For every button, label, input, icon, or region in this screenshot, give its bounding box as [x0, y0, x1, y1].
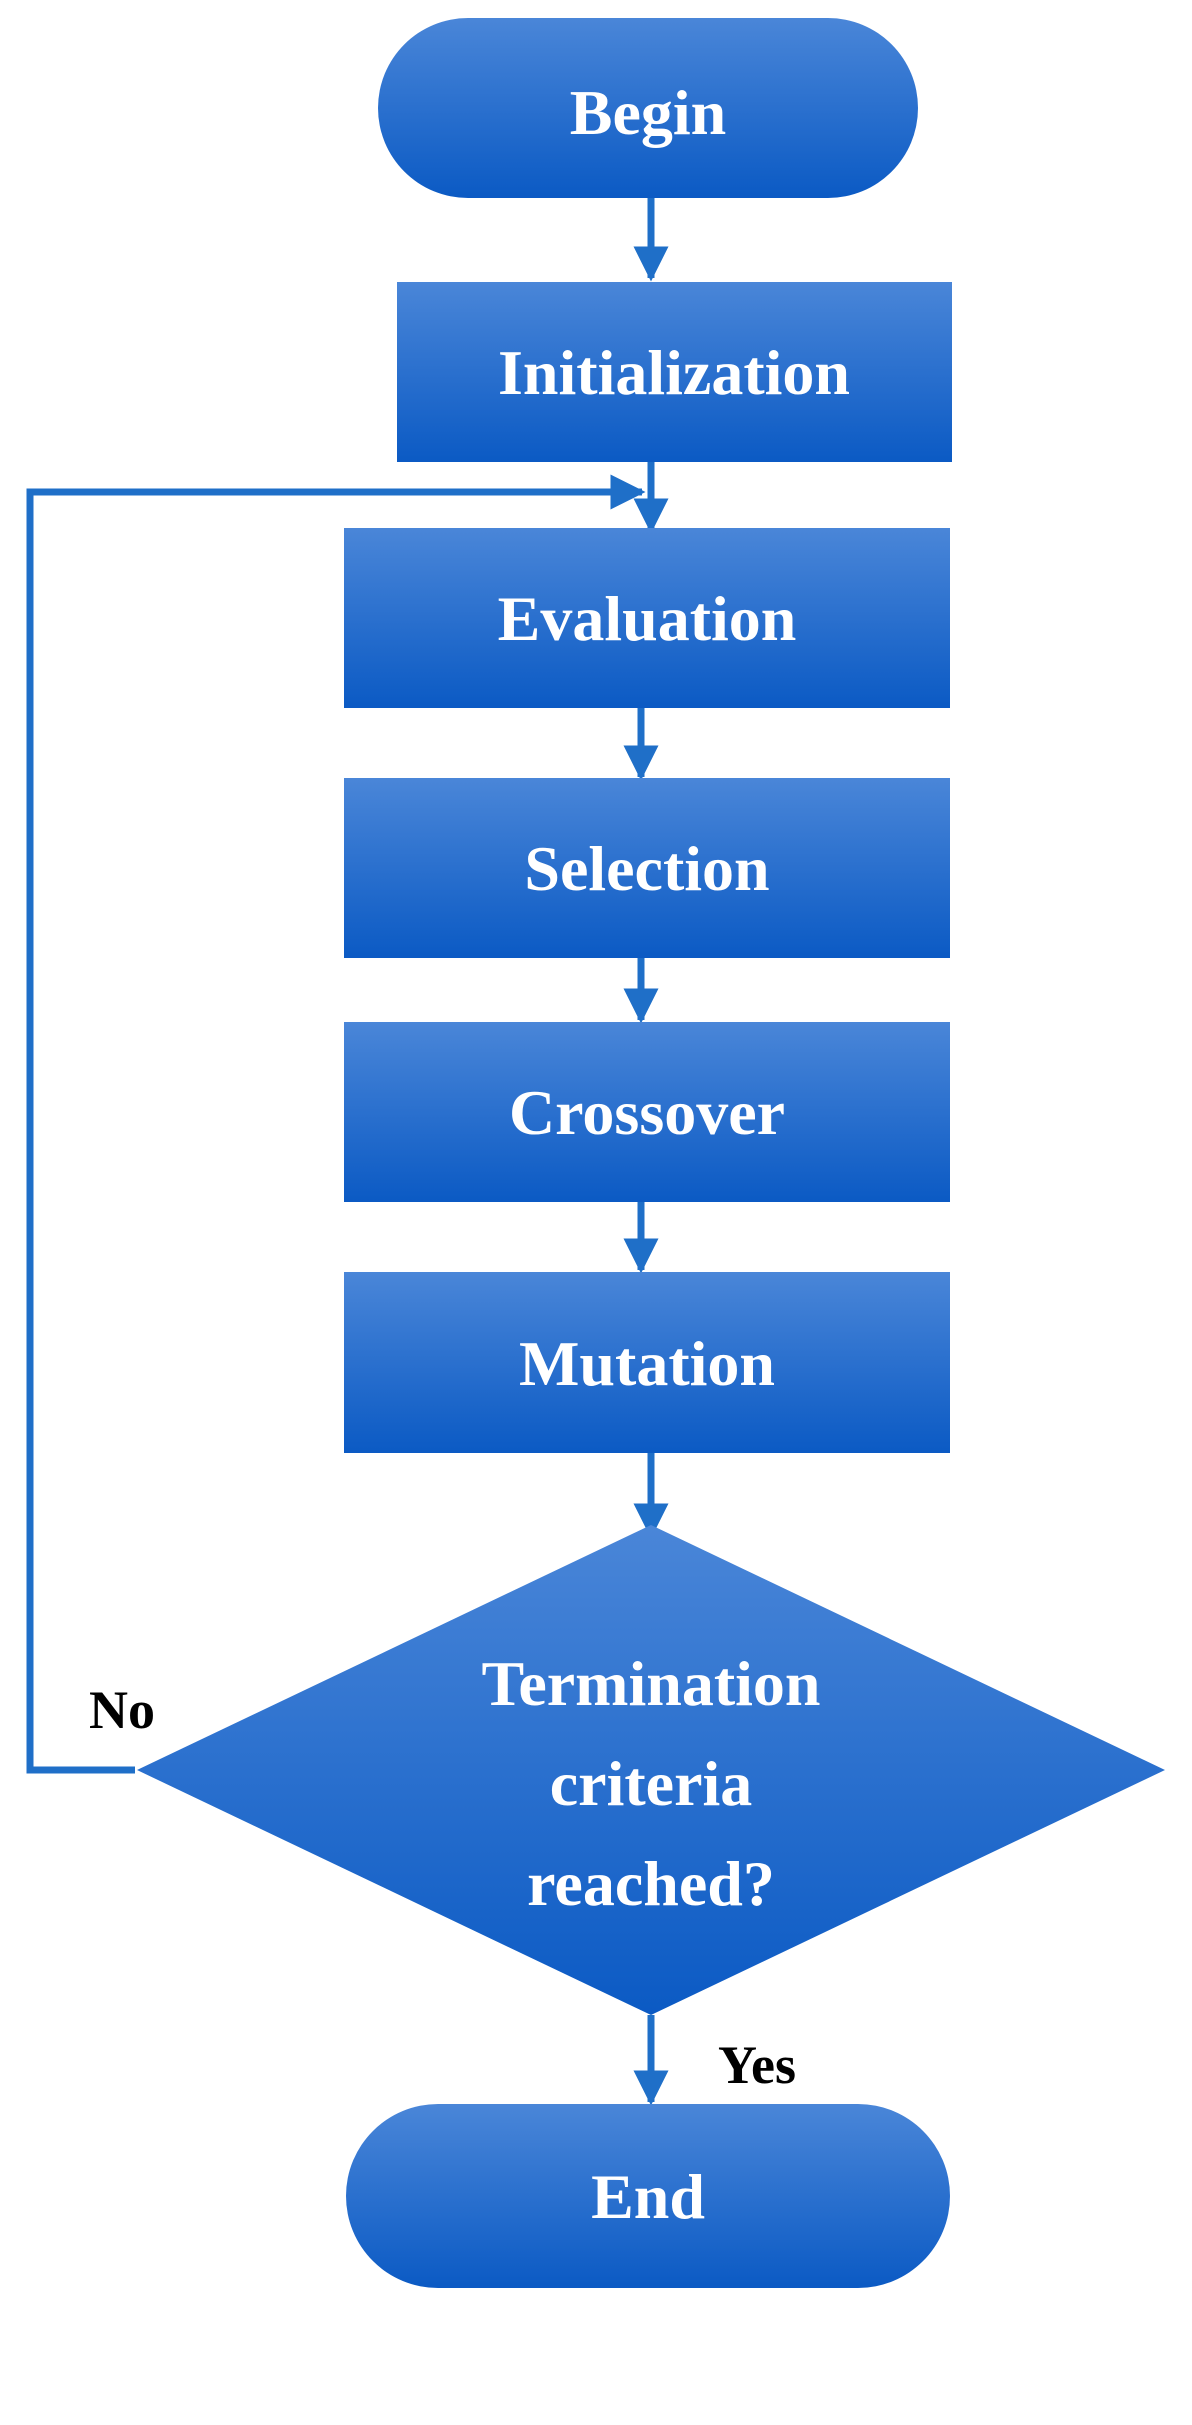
selection-label: Selection	[524, 833, 769, 904]
end-label: End	[591, 2161, 705, 2232]
decision-label-line-2: criteria	[550, 1748, 753, 1819]
arrow-no-loop-back-to-evaluation	[26, 474, 646, 1774]
mutation-node: Mutation	[344, 1272, 950, 1453]
initialization-label: Initialization	[498, 337, 850, 408]
mutation-label: Mutation	[519, 1328, 775, 1399]
crossover-node: Crossover	[344, 1022, 950, 1202]
connectors	[26, 198, 669, 2106]
yes-branch-label: Yes	[718, 2035, 796, 2095]
selection-node: Selection	[344, 778, 950, 958]
evaluation-node: Evaluation	[344, 528, 950, 708]
evaluation-label: Evaluation	[498, 583, 797, 654]
begin-label: Begin	[570, 77, 726, 148]
termination-decision-node: Termination criteria reached?	[137, 1525, 1165, 2015]
crossover-label: Crossover	[509, 1077, 785, 1148]
end-node: End	[346, 2104, 950, 2288]
decision-label-line-3: reached?	[527, 1848, 775, 1919]
decision-label-line-1: Termination	[482, 1648, 821, 1719]
begin-node: Begin	[378, 18, 918, 198]
no-branch-label: No	[89, 1680, 155, 1740]
initialization-node: Initialization	[397, 282, 952, 462]
